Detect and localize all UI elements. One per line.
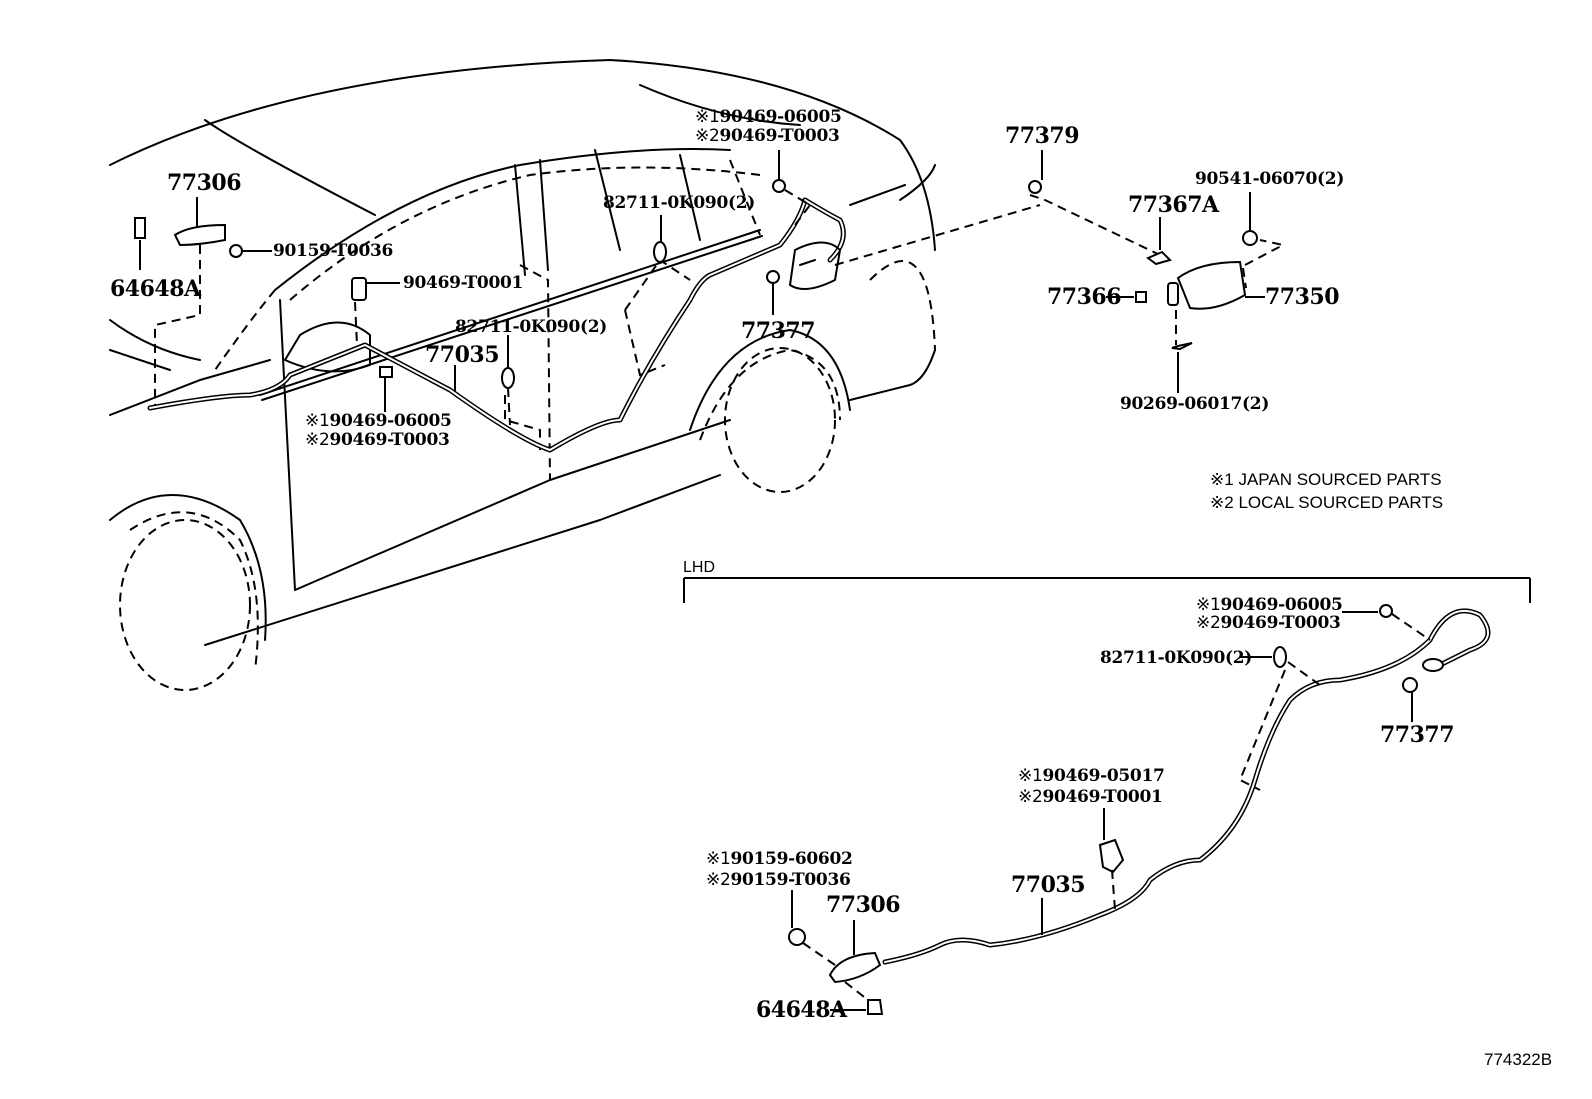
label-clip-upper-jp: ※190469-06005 <box>695 108 842 126</box>
illustration-code: 774322B <box>1484 1050 1553 1069</box>
label-77377-main: 77377 <box>741 318 816 344</box>
label-lhd-82711: 82711-0K090(2) <box>1100 648 1253 668</box>
lhd-clamp-mid-part <box>1098 838 1125 874</box>
marker-japan: ※1 <box>1018 766 1043 786</box>
cushion-77377-part <box>766 270 780 284</box>
lhd-parts <box>788 604 1418 1015</box>
label-clip-lower-local: ※290469-T0003 <box>305 431 450 449</box>
part-number: 90469-T0001 <box>1042 787 1163 807</box>
label-lhd-64648a: 64648A <box>756 997 847 1023</box>
label-77306-main: 77306 <box>167 170 242 196</box>
lhd-clip-part <box>1379 604 1393 618</box>
label-90269-06017: 90269-06017(2) <box>1120 394 1270 414</box>
lhd-screw-part <box>788 928 806 946</box>
bolt-90269-part <box>1171 342 1193 351</box>
clamp-82711-upper-part <box>653 241 667 263</box>
part-number: 90469-06005 <box>1220 595 1343 615</box>
part-number: 90469-06005 <box>719 107 842 127</box>
label-90159-t0036-main: 90159-T0036 <box>273 241 394 261</box>
label-90541-06070: 90541-06070(2) <box>1195 169 1345 189</box>
label-90469-t0001-main: 90469-T0001 <box>403 273 524 293</box>
lhd-section-bracket <box>683 577 1531 603</box>
label-77367a: 77367A <box>1128 192 1219 218</box>
leaders-lhd <box>791 611 1431 1011</box>
legend-japan: ※1 JAPAN SOURCED PARTS <box>1210 469 1442 491</box>
marker-japan: ※1 <box>695 107 720 127</box>
label-82711-mid: 82711-0K090(2) <box>455 317 608 337</box>
legend-text: LOCAL SOURCED PARTS <box>1238 493 1444 512</box>
legend-local: ※2 LOCAL SOURCED PARTS <box>1210 492 1443 514</box>
lhd-handle-part <box>828 951 882 984</box>
bumper-77366-part <box>1135 291 1147 303</box>
release-cable-lhd <box>882 608 1491 965</box>
label-lhd-77377: 77377 <box>1380 722 1455 748</box>
label-clip-lower-jp: ※190469-06005 <box>305 412 452 430</box>
marker-local: ※2 <box>1018 787 1043 807</box>
section-label-lhd: LHD <box>683 559 716 576</box>
legend-marker: ※2 <box>1210 493 1234 512</box>
label-lhd-77306: 77306 <box>826 892 901 918</box>
car-body-outline <box>109 59 936 691</box>
marker-local: ※2 <box>695 126 720 146</box>
lid-77350-part <box>1176 260 1247 310</box>
nut-90541-part <box>1242 230 1258 246</box>
lhd-clamp-82711-part <box>1273 646 1287 668</box>
part-number: 90469-06005 <box>329 411 452 431</box>
marker-japan: ※1 <box>305 411 330 431</box>
label-lhd-screw-local: ※290159-T0036 <box>706 871 851 889</box>
clip-upper-part <box>772 179 786 193</box>
marker-local: ※2 <box>1196 613 1221 633</box>
label-77035-main: 77035 <box>425 342 500 368</box>
fuel-lid-assembly <box>1028 150 1286 393</box>
label-lhd-clip-jp: ※190469-06005 <box>1196 596 1343 614</box>
label-lhd-clip-local: ※290469-T0003 <box>1196 614 1341 632</box>
clip-lower-part <box>379 366 393 378</box>
leaders-main <box>139 150 1041 426</box>
part-number: 90469-T0003 <box>329 430 450 450</box>
part-number: 90469-T0003 <box>1220 613 1341 633</box>
label-lhd-77035: 77035 <box>1011 872 1086 898</box>
label-lhd-clamp-jp: ※190469-05017 <box>1018 767 1165 785</box>
lid-hinge-part <box>1167 282 1179 306</box>
lhd-cushion-part <box>1402 677 1418 693</box>
marker-japan: ※1 <box>706 849 731 869</box>
label-77350: 77350 <box>1265 284 1340 310</box>
spring-77367a-part <box>1146 250 1172 266</box>
label-64648a-main: 64648A <box>110 276 201 302</box>
label-clip-upper-local: ※290469-T0003 <box>695 127 840 145</box>
part-number: 90469-05017 <box>1042 766 1165 786</box>
marker-japan: ※1 <box>1196 595 1221 615</box>
release-cable-main <box>147 197 846 453</box>
handle-77306-part <box>173 223 226 247</box>
label-77366: 77366 <box>1047 284 1122 310</box>
part-number: 90159-T0036 <box>730 870 851 890</box>
label-77379: 77379 <box>1005 123 1080 149</box>
marker-local: ※2 <box>706 870 731 890</box>
marker-local: ※2 <box>305 430 330 450</box>
clamp-82711-mid-part <box>501 367 515 389</box>
lhd-bracket-part <box>867 999 884 1015</box>
label-lhd-clamp-local: ※290469-T0001 <box>1018 788 1163 806</box>
part-number: 90469-T0003 <box>719 126 840 146</box>
clamp-90469-t0001-part <box>351 277 367 301</box>
legend-marker: ※1 <box>1210 470 1234 489</box>
hinge-77379-part <box>1028 180 1042 194</box>
label-lhd-screw-jp: ※190159-60602 <box>706 850 853 868</box>
screw-90159-part <box>229 244 243 258</box>
fuel-lid-opening <box>789 241 841 290</box>
bracket-64648a-part <box>134 217 146 239</box>
legend-text: JAPAN SOURCED PARTS <box>1238 470 1442 489</box>
part-number: 90159-60602 <box>730 849 853 869</box>
label-82711-upper: 82711-0K090(2) <box>603 193 756 213</box>
